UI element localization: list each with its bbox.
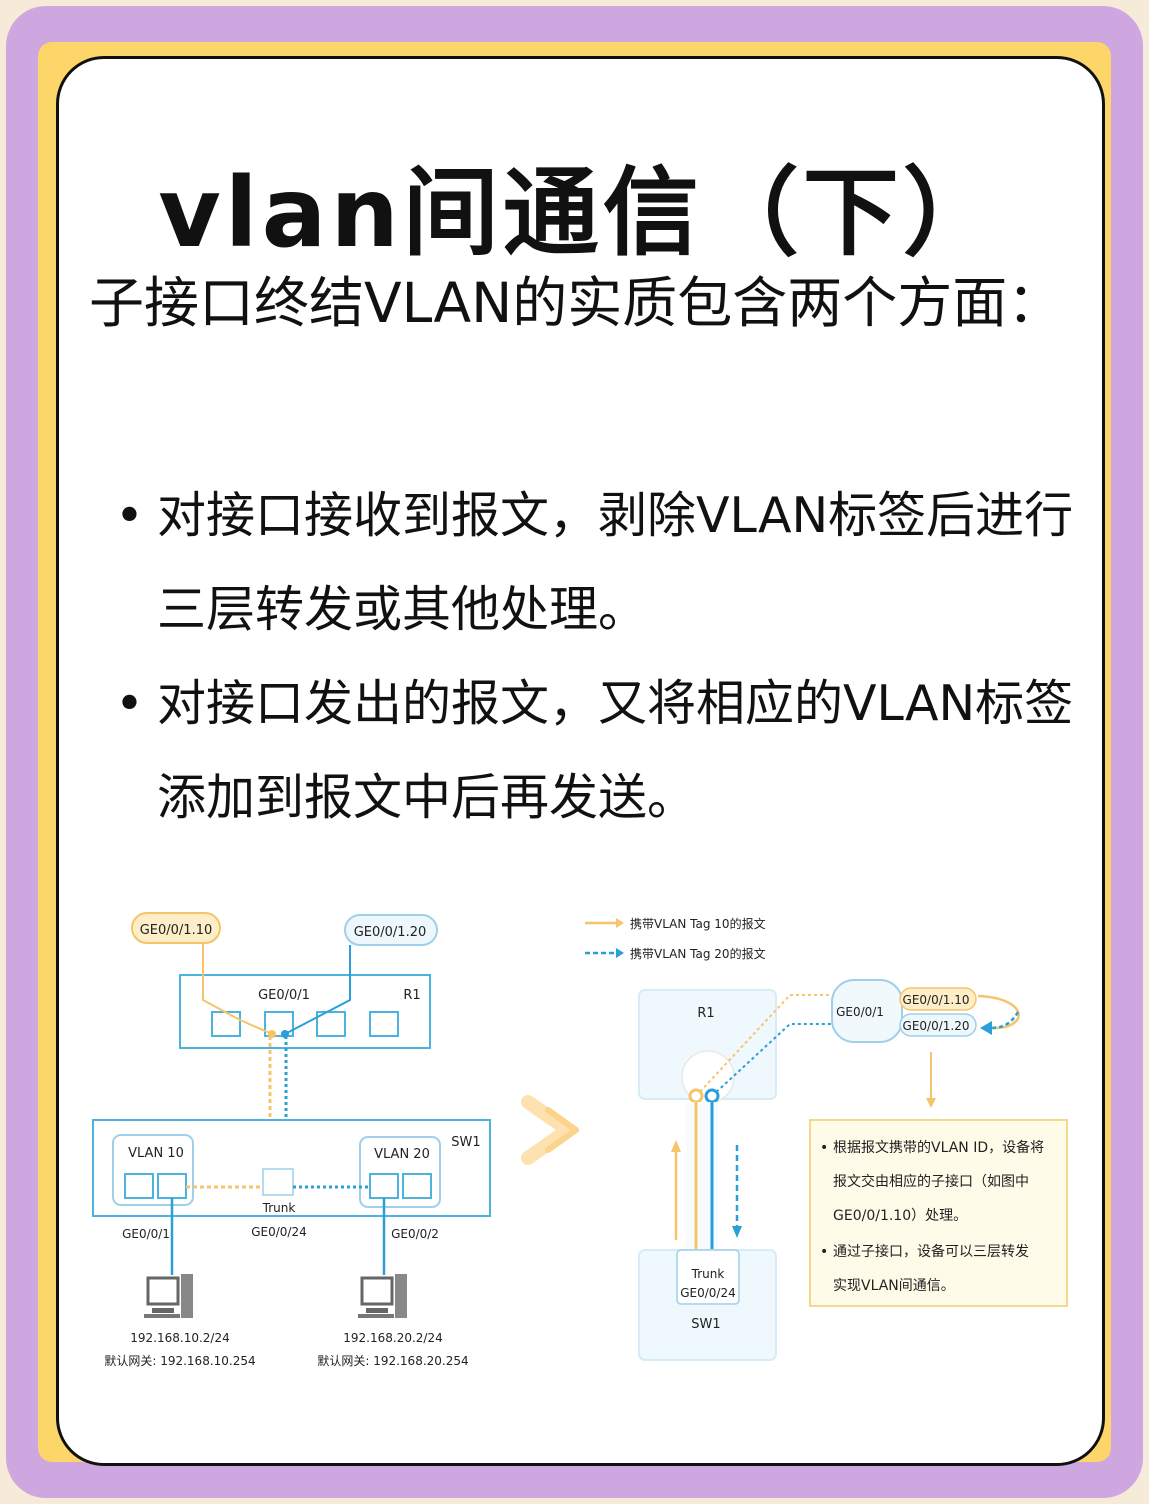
port-left-label: GE0/0/1 xyxy=(122,1227,170,1241)
right-trunk-port-label: GE0/0/24 xyxy=(680,1286,736,1300)
right-trunk-port xyxy=(676,1249,740,1305)
legend-tag20-label: 携带VLAN Tag 20的报文 xyxy=(630,946,766,961)
vlan20-label: VLAN 20 xyxy=(374,1147,430,1162)
loop-arrow-icon xyxy=(980,1021,992,1035)
sw1-port-3 xyxy=(369,1173,399,1199)
sw1-port-1 xyxy=(124,1173,154,1199)
right-subif20-pill xyxy=(899,1013,977,1037)
r1-port-1 xyxy=(211,1011,241,1037)
vlan10-label: VLAN 10 xyxy=(128,1146,184,1161)
bullet-list: •对接口接收到报文，剥除VLAN标签后进行三层转发或其他处理。 •对接口发出的报… xyxy=(99,469,1079,845)
note2-marker: • xyxy=(820,1244,828,1260)
subif20-pill xyxy=(344,914,438,946)
note-box xyxy=(809,1119,1068,1307)
pc2-ip: 192.168.20.2/24 xyxy=(343,1331,442,1345)
bullet-text: 对接口接收到报文，剥除VLAN标签后进行三层转发或其他处理。 xyxy=(157,487,1074,638)
bullet-item: •对接口接收到报文，剥除VLAN标签后进行三层转发或其他处理。 xyxy=(99,469,1079,657)
note1-line3: GE0/0/1.10）处理。 xyxy=(833,1208,967,1224)
sw1-port-2 xyxy=(157,1173,187,1199)
note1-marker: • xyxy=(820,1140,828,1156)
note2-line1: 通过子接口，设备可以三层转发 xyxy=(833,1243,1029,1260)
r1-port-cylinder xyxy=(831,979,903,1043)
left-topology: GE0/0/1.10 GE0/0/1.20 GE0/0/1 R1 SW1 VLA… xyxy=(92,912,491,1368)
r1-port-dot-yellow xyxy=(268,1030,276,1038)
legend-tag20-arrow-icon xyxy=(616,948,624,958)
r1-port-3 xyxy=(316,1011,346,1037)
trunk-port-label: GE0/0/24 xyxy=(251,1225,307,1239)
chevron-right-icon xyxy=(521,1095,579,1165)
page-title: vlan间通信（下） xyxy=(158,157,1003,269)
intro-text: 子接口终结VLAN的实质包含两个方面： xyxy=(89,271,1063,335)
port-right-label: GE0/0/2 xyxy=(391,1227,439,1241)
note-pointer-arrow-icon xyxy=(926,1098,936,1108)
right-topology: 携带VLAN Tag 10的报文 携带VLAN Tag 20的报文 R1 GE0… xyxy=(585,916,1068,1361)
loop-tag10-path xyxy=(977,994,1020,1030)
note2-line2: 实现VLAN间通信。 xyxy=(833,1278,955,1294)
bullet-text: 对接口发出的报文，又将相应的VLAN标签添加到报文中后再发送。 xyxy=(157,675,1074,826)
right-subif10-label: GE0/0/1.10 xyxy=(903,993,970,1007)
subif20-line xyxy=(284,945,351,1035)
bullet-marker: • xyxy=(115,487,144,544)
right-r1-name: R1 xyxy=(697,1006,714,1021)
right-subif20-label: GE0/0/1.20 xyxy=(903,1019,970,1033)
legend-tag10-arrow-icon xyxy=(616,918,624,928)
pc1-ip: 192.168.10.2/24 xyxy=(130,1331,229,1345)
trunk-label: Trunk xyxy=(262,1201,296,1215)
r1-port-4 xyxy=(369,1011,399,1037)
pc2-computer-icon xyxy=(358,1274,407,1318)
r1-dot-blue xyxy=(704,1088,720,1104)
up-arrow-icon xyxy=(671,1140,681,1152)
r1-name: R1 xyxy=(403,988,420,1003)
subif10-line xyxy=(202,943,273,1035)
subif20-label: GE0/0/1.20 xyxy=(354,925,427,940)
pc2-gateway: 默认网关: 192.168.20.254 xyxy=(317,1353,468,1368)
trunk-port xyxy=(262,1168,294,1196)
r1-tag20-path xyxy=(711,1023,832,1097)
r1-port-label: GE0/0/1 xyxy=(258,988,310,1003)
bullet-marker: • xyxy=(115,675,144,732)
sw1-name: SW1 xyxy=(451,1135,480,1150)
right-subif10-pill xyxy=(899,987,977,1011)
right-trunk-label: Trunk xyxy=(691,1267,725,1281)
loop-tag20-path xyxy=(989,1011,1020,1030)
pc1-gateway: 默认网关: 192.168.10.254 xyxy=(104,1353,255,1368)
subif10-label: GE0/0/1.10 xyxy=(140,923,213,938)
sw1-port-4 xyxy=(402,1173,432,1199)
note1-line1: 根据报文携带的VLAN ID，设备将 xyxy=(833,1139,1044,1156)
right-sw1-name: SW1 xyxy=(691,1317,720,1332)
pc1-computer-icon xyxy=(144,1274,193,1318)
bullet-item: •对接口发出的报文，又将相应的VLAN标签添加到报文中后再发送。 xyxy=(99,657,1079,845)
note1-line2: 报文交由相应的子接口（如图中 xyxy=(833,1173,1029,1190)
subif10-pill xyxy=(131,912,221,944)
legend-tag10-label: 携带VLAN Tag 10的报文 xyxy=(630,916,766,931)
r1-port-dot-blue xyxy=(281,1030,289,1038)
down-arrow-icon xyxy=(732,1226,742,1238)
right-port-label: GE0/0/1 xyxy=(836,1005,884,1019)
r1-dot-yellow xyxy=(688,1088,704,1104)
